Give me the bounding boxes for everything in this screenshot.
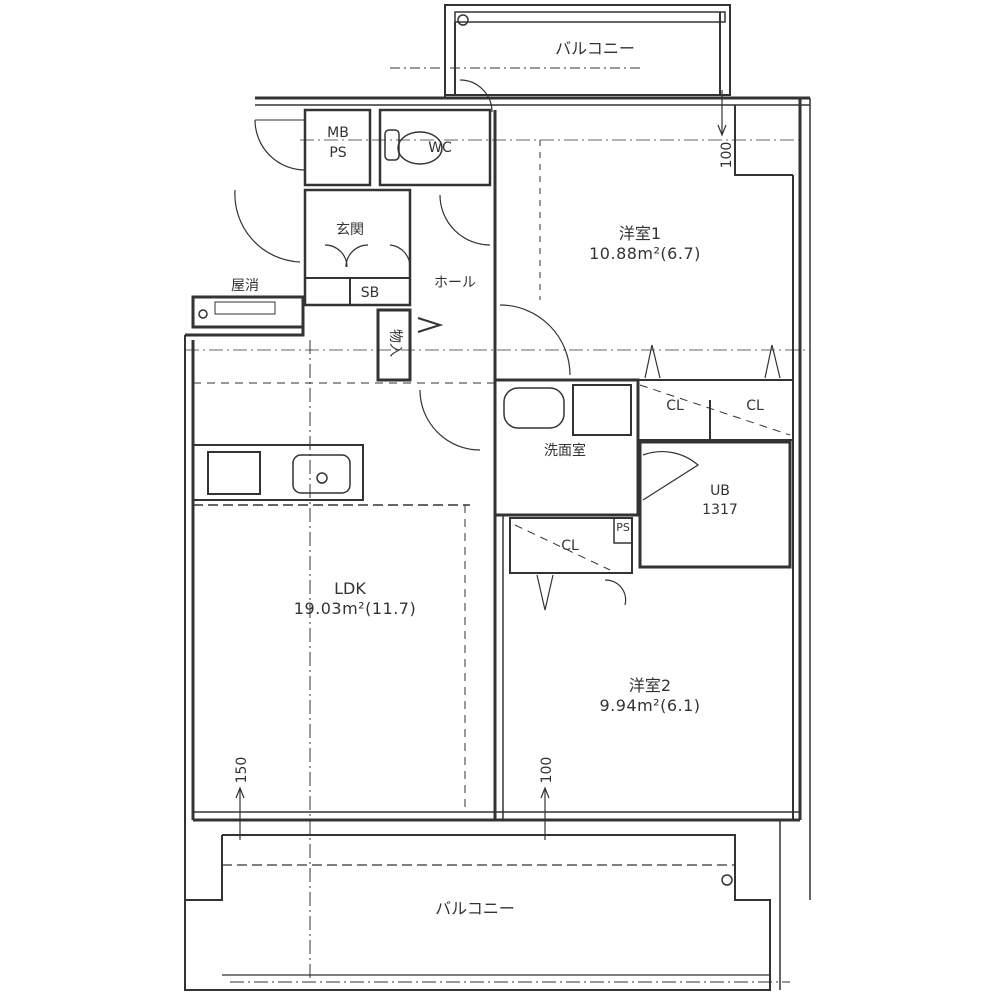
toilet-bowl-icon [397, 131, 443, 165]
sink-icon [503, 387, 565, 429]
genkan-label: 玄関 [336, 222, 364, 238]
ps-label: PS [329, 145, 347, 161]
stove-icon [207, 451, 261, 495]
unit-bath-label: UB [710, 483, 730, 499]
western-room-2-area: 9.94m²(6.1) [599, 696, 701, 715]
ps-small-label: PS [616, 521, 630, 534]
ldk-area: 19.03m²(11.7) [293, 599, 417, 618]
western-room-1-area: 10.88m²(6.7) [589, 244, 701, 263]
dim-ldk-label: 150 [233, 756, 250, 784]
mb-label: MB [327, 125, 349, 141]
western-room-1-name: 洋室1 [618, 224, 662, 243]
western-room-2-name: 洋室2 [628, 676, 672, 695]
wc-label: WC [428, 140, 452, 156]
shoe-box-label: SB [360, 285, 380, 301]
balcony-north-label: バルコニー [555, 39, 635, 58]
balcony-north-outline [444, 4, 731, 96]
kitchen-sink-icon [292, 454, 351, 494]
yakushi-label: 屋消 [231, 278, 259, 294]
dim-room1-label: 100 [718, 141, 735, 169]
closet-3-label: CL [561, 538, 579, 554]
drain-icon [721, 874, 733, 886]
drain-icon [457, 14, 469, 26]
toilet-tank-icon [384, 129, 400, 161]
ldk-name: LDK [334, 579, 366, 598]
closet-2-label: CL [746, 398, 764, 414]
unit-bath-size: 1317 [702, 502, 738, 518]
washer-icon [572, 384, 632, 436]
dim-room2-label: 100 [538, 756, 555, 784]
washroom-label: 洗面室 [544, 443, 586, 459]
closet-1-label: CL [666, 398, 684, 414]
hall-label: ホール [434, 275, 476, 291]
balcony-south-label: バルコニー [435, 899, 515, 918]
storage-label: 物入 [387, 329, 404, 358]
